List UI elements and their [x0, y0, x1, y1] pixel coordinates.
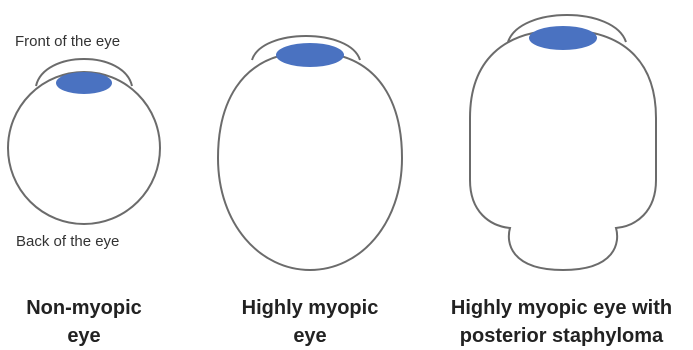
caption-line-2: posterior staphyloma	[459, 325, 664, 347]
cornea-outline	[251, 35, 361, 61]
caption-line-1: Non-myopic	[26, 297, 142, 319]
caption-line-1: Highly myopic eye with	[450, 297, 673, 319]
caption-line-2: eye	[67, 325, 101, 347]
cornea-outline	[35, 58, 133, 87]
caption-highly-myopic: Highly myopic eye	[220, 294, 400, 350]
eye-posterior-staphyloma	[469, 14, 657, 272]
caption-line-1: Highly myopic	[241, 297, 379, 319]
eye-non-myopic	[7, 58, 161, 225]
caption-posterior-staphyloma: Highly myopic eye with posterior staphyl…	[430, 294, 693, 350]
eyeball-outline	[469, 28, 657, 272]
lens-marker	[276, 43, 344, 67]
lens-marker	[56, 72, 112, 94]
eye-highly-myopic	[216, 35, 404, 272]
caption-non-myopic: Non-myopic eye	[4, 294, 164, 350]
lens-marker	[529, 26, 597, 50]
eyeball-outline	[7, 71, 161, 225]
back-of-eye-label: Back of the eye	[16, 233, 120, 250]
caption-line-2: eye	[293, 325, 327, 347]
front-of-eye-label: Front of the eye	[15, 33, 121, 50]
cornea-outline	[507, 14, 627, 43]
eyeball-outline	[216, 50, 404, 272]
